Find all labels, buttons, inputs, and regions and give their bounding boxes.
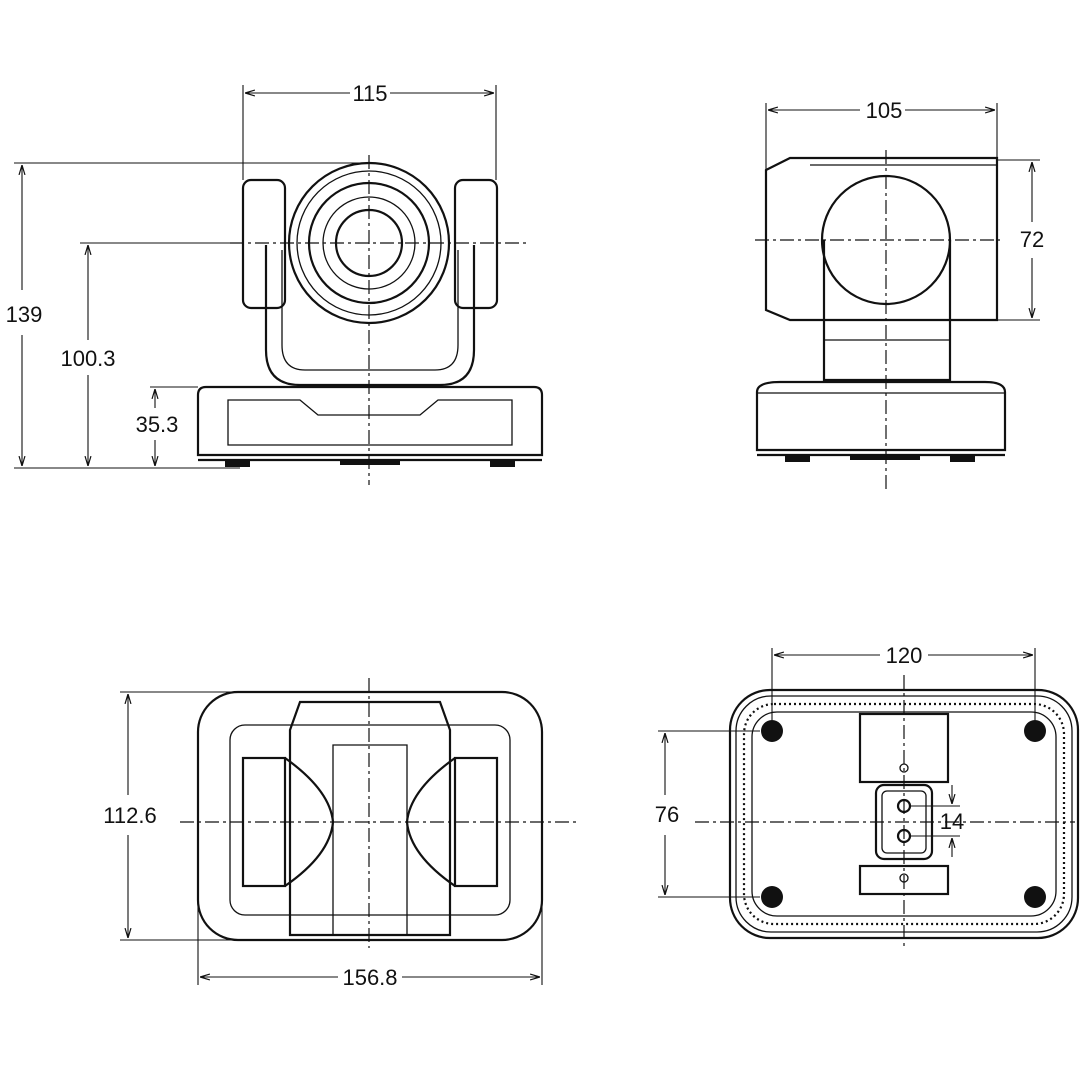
side-head-height-label: 72 xyxy=(1020,227,1044,252)
bottom-mount-spacing-label: 14 xyxy=(940,809,964,834)
front-dimensions: 115 139 100.3 35.3 xyxy=(6,81,497,469)
top-view xyxy=(180,678,580,948)
top-dimensions: 112.6 156.8 xyxy=(103,691,543,990)
side-depth-label: 105 xyxy=(866,98,903,123)
front-lens-height-label: 100.3 xyxy=(60,346,115,371)
side-view xyxy=(755,150,1007,490)
front-view xyxy=(196,155,544,485)
front-total-height-label: 139 xyxy=(6,302,43,327)
front-base-height-label: 35.3 xyxy=(136,412,179,437)
bottom-hole-spacing-x-label: 120 xyxy=(886,643,923,668)
top-depth-label: 112.6 xyxy=(103,803,156,828)
bottom-hole-spacing-y-label: 76 xyxy=(655,802,679,827)
bottom-view xyxy=(695,675,1080,950)
bottom-dimensions: 120 76 14 xyxy=(655,643,1036,898)
side-dimensions: 105 72 xyxy=(765,98,1044,321)
front-width-label: 115 xyxy=(352,81,387,106)
top-width-label: 156.8 xyxy=(342,965,397,990)
